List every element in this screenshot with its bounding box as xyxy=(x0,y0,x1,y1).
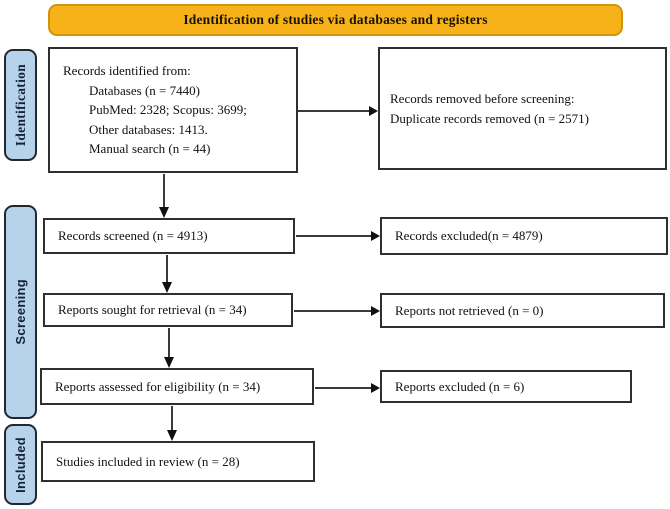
reports-assessed-label: Reports assessed for eligibility (n = 34… xyxy=(55,378,261,394)
records-removed-line: Records removed before screening: xyxy=(390,91,575,106)
stage-label-included: Included xyxy=(4,424,37,505)
records-identified-line: PubMed: 2328; Scopus: 3699; xyxy=(89,102,247,118)
records-identified-line: Records identified from: xyxy=(63,63,191,79)
records-screened-label: Records screened (n = 4913) xyxy=(58,228,208,244)
records-removed-line: Duplicate records removed (n = 2571) xyxy=(390,110,590,126)
box-reports-not-retrieved: Reports not retrieved (n = 0) xyxy=(380,293,665,328)
stage-label-identification-text: Identification xyxy=(12,63,28,147)
records-identified-line: Other databases: 1413. xyxy=(89,121,208,137)
box-reports-sought: Reports sought for retrieval (n = 34) xyxy=(43,293,293,327)
stage-label-identification: Identification xyxy=(4,49,37,161)
reports-not-retrieved-label: Reports not retrieved (n = 0) xyxy=(395,302,544,318)
box-studies-included: Studies included in review (n = 28) xyxy=(41,441,315,482)
banner-title: Identification of studies via databases … xyxy=(48,4,623,36)
box-records-excluded: Records excluded(n = 4879) xyxy=(380,217,668,255)
records-excluded-label: Records excluded(n = 4879) xyxy=(395,228,543,244)
box-records-removed: Records removed before screening: Duplic… xyxy=(378,47,667,170)
box-records-screened: Records screened (n = 4913) xyxy=(43,218,295,254)
records-identified-line: Databases (n = 7440) xyxy=(89,82,200,98)
box-records-identified: Records identified from: Databases (n = … xyxy=(48,47,298,173)
box-reports-excluded: Reports excluded (n = 6) xyxy=(380,370,632,403)
stage-label-screening: Screening xyxy=(4,205,37,419)
stage-label-included-text: Included xyxy=(13,436,28,493)
studies-included-label: Studies included in review (n = 28) xyxy=(56,453,240,469)
records-identified-line: Manual search (n = 44) xyxy=(89,141,211,157)
reports-sought-label: Reports sought for retrieval (n = 34) xyxy=(58,302,247,318)
box-reports-assessed: Reports assessed for eligibility (n = 34… xyxy=(40,368,314,405)
reports-excluded-label: Reports excluded (n = 6) xyxy=(395,378,525,394)
stage-label-screening-text: Screening xyxy=(13,279,28,345)
